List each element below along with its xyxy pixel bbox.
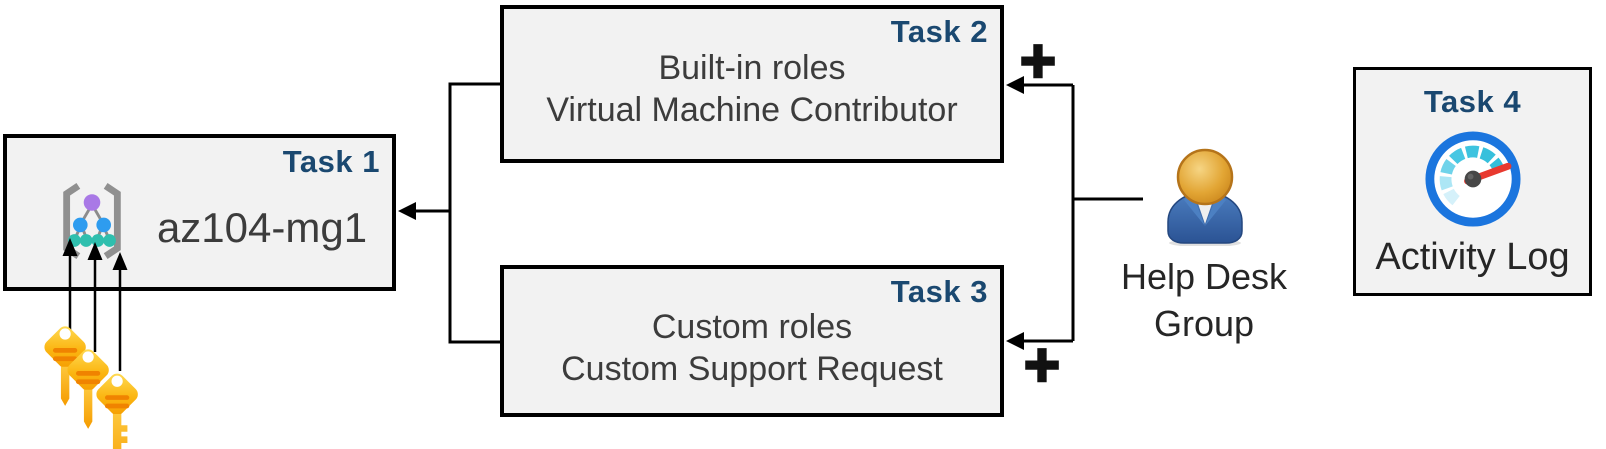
management-group-icon	[63, 183, 121, 259]
help-desk-group-label: Help Desk Group	[1104, 254, 1304, 348]
user-icon	[1167, 148, 1243, 246]
task2-badge: Task 2	[890, 14, 988, 49]
task4-badge: Task 4	[1423, 84, 1522, 119]
task2-box: Task 2 Built-in roles Virtual Machine Co…	[500, 5, 1004, 163]
key-icon-3	[96, 373, 138, 449]
task1-box: Task 1 az104-mg1	[3, 134, 396, 291]
task1-badge: Task 1	[282, 144, 380, 179]
task2-line1: Built-in roles	[658, 48, 846, 87]
key-icon-1	[44, 326, 86, 406]
activity-log-gauge-icon	[1424, 131, 1521, 227]
task3-line1: Custom roles	[651, 307, 853, 346]
connector-roles-bracket	[448, 82, 503, 344]
task1-title: az104-mg1	[156, 204, 368, 251]
task3-badge: Task 3	[890, 274, 988, 309]
arrowhead-to-mg	[398, 202, 416, 220]
task2-line2: Virtual Machine Contributor	[546, 91, 958, 129]
task4-caption: Activity Log	[1375, 236, 1570, 278]
key-icon-2	[67, 349, 109, 429]
task4-box: Task 4 Activity Log	[1353, 67, 1592, 296]
help-desk-label-line1: Help Desk	[1120, 256, 1288, 297]
task3-line2: Custom Support Request	[561, 350, 943, 388]
plus-icon-top: +	[1019, 27, 1058, 96]
plus-icon-bottom: +	[1023, 331, 1062, 400]
help-desk-label-line2: Group	[1153, 302, 1255, 344]
task3-box: Task 3 Custom roles Custom Support Reque…	[500, 265, 1004, 417]
